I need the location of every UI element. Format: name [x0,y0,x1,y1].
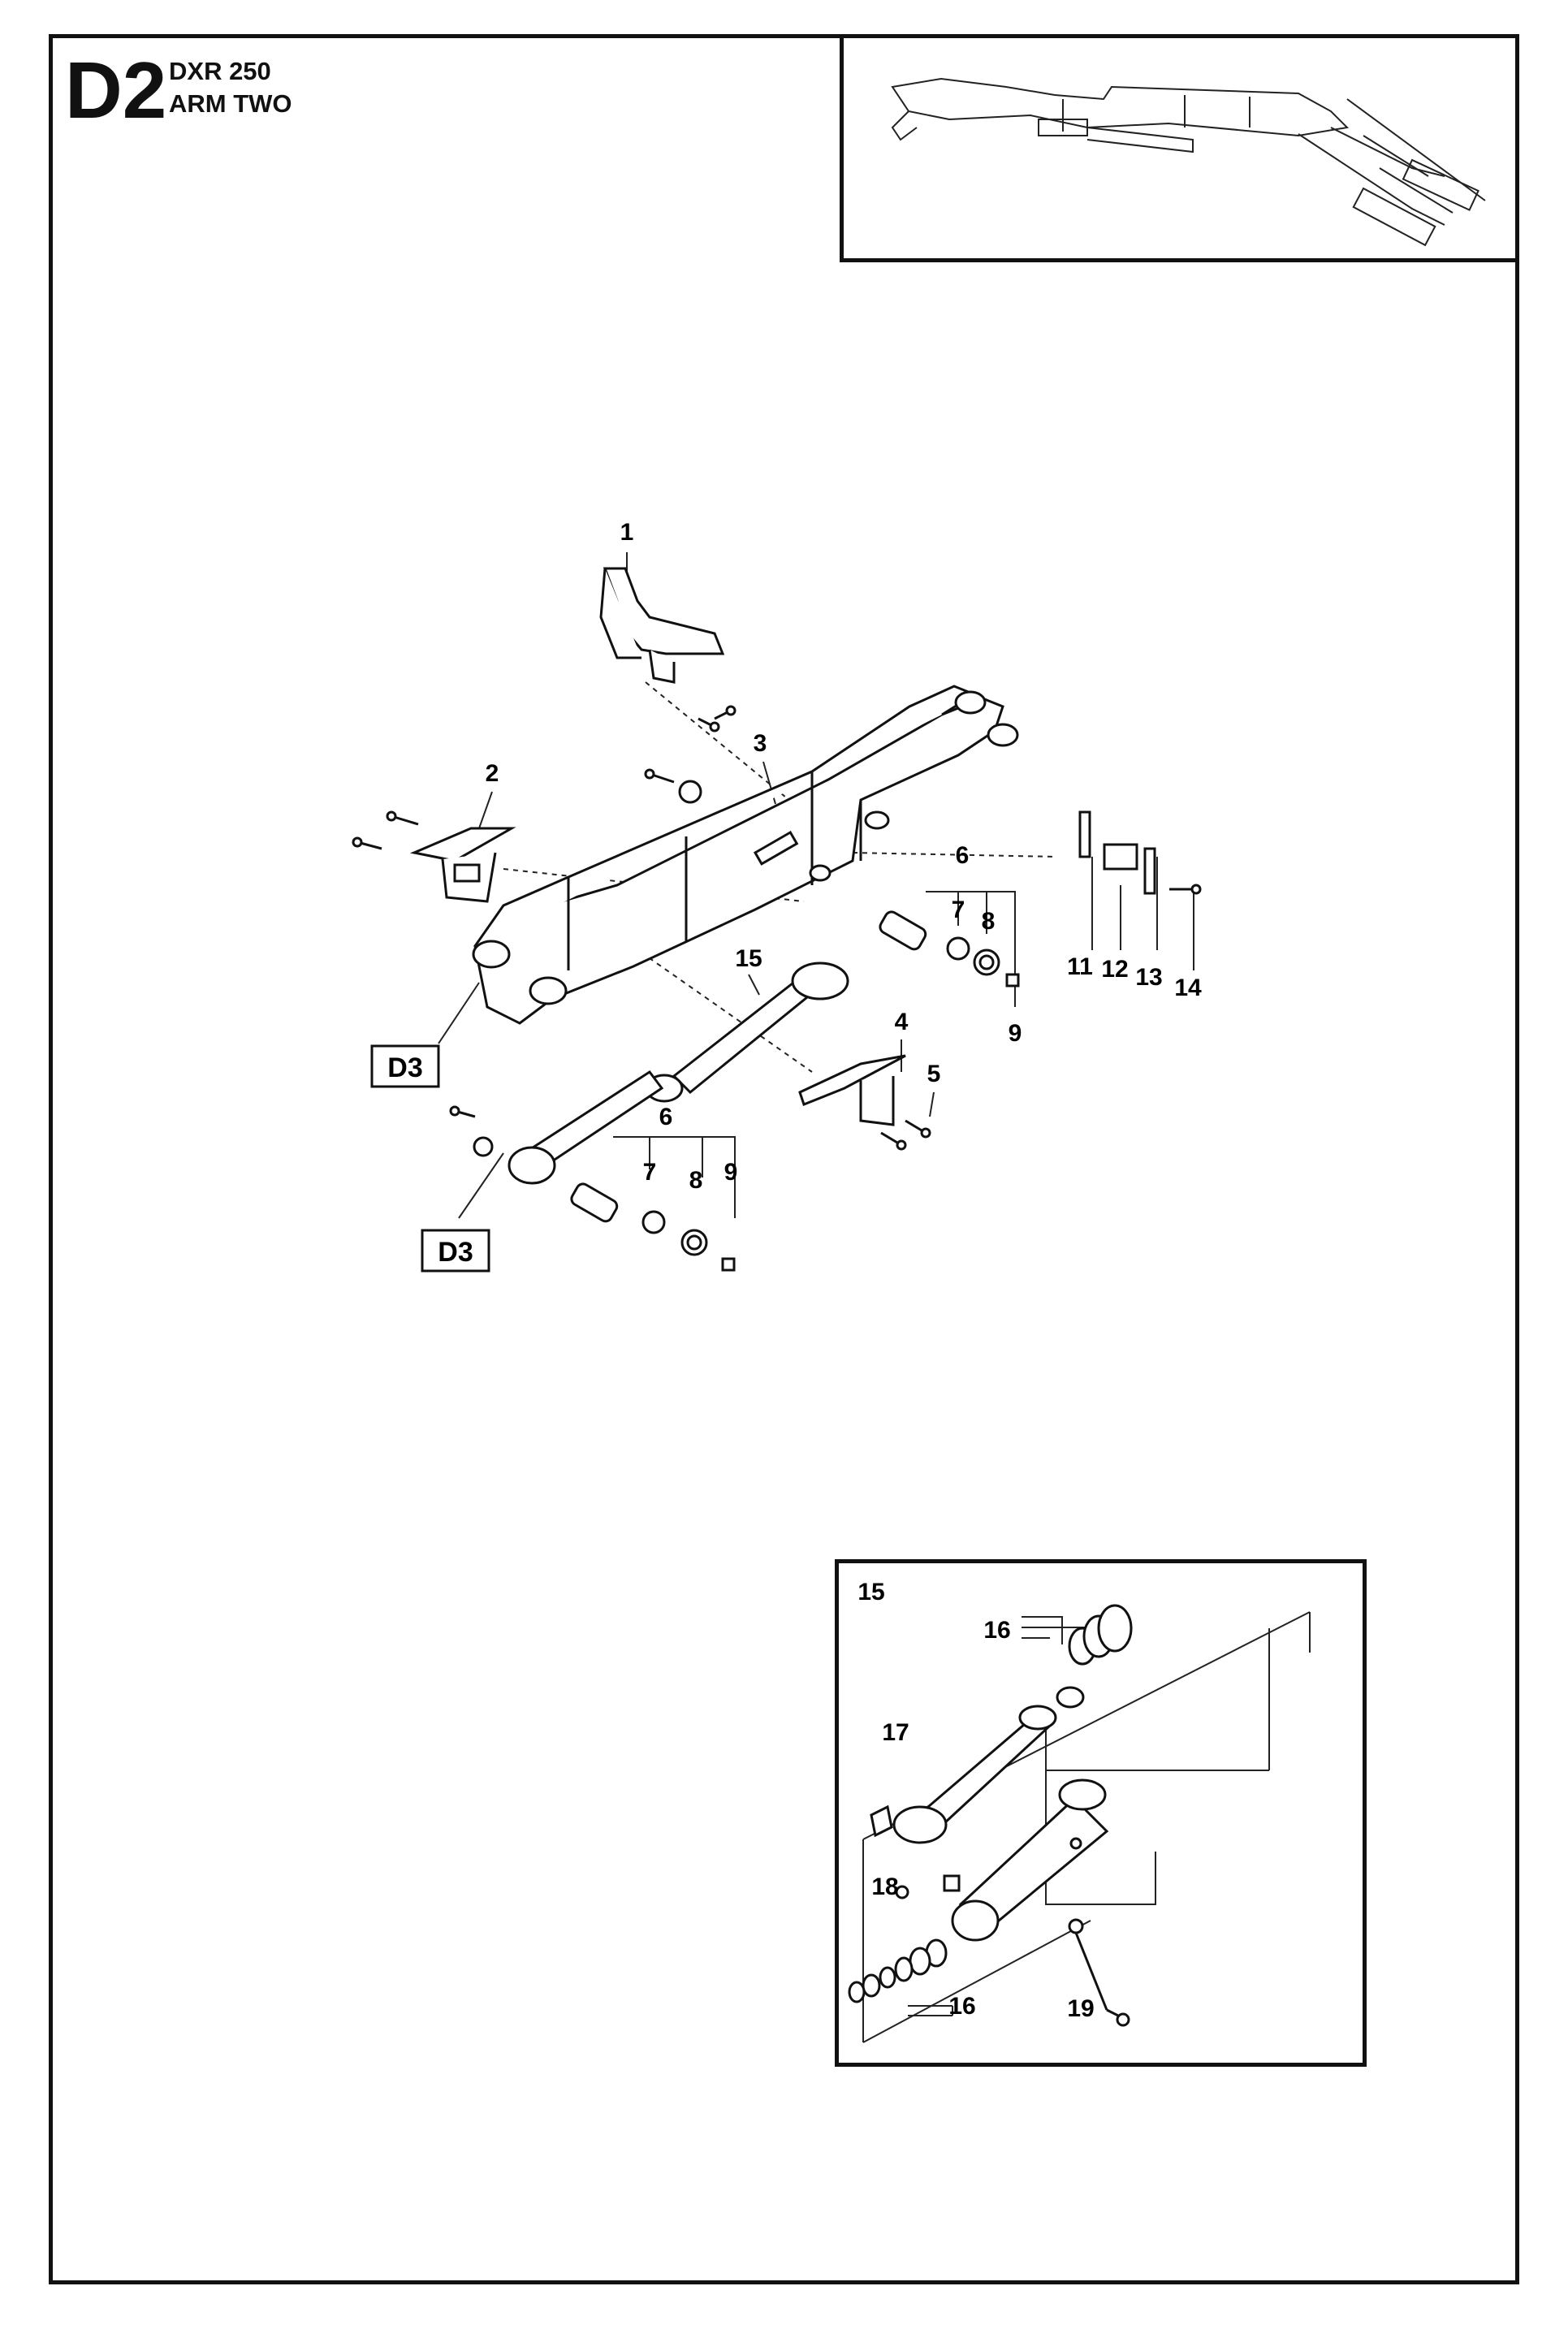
inset-label: 15 [857,1579,884,1605]
callout-8-lower: 8 [689,1167,703,1194]
reference-label: D3 [438,1237,473,1268]
callout-11: 11 [1067,953,1093,980]
bracket-2 [409,827,516,903]
locator-drawing [891,77,1486,247]
locator-thumbnail [840,34,1519,262]
callout-6-upper: 6 [956,842,970,869]
callout-19: 19 [1067,1995,1094,2022]
callout-12: 12 [1101,956,1128,983]
callout-7-lower: 7 [643,1159,657,1186]
callout-7-upper: 7 [952,897,965,923]
screws [352,705,931,1151]
page-title: ARM TWO [169,89,292,118]
pins-and-bushings [473,780,1020,1272]
bracket-1 [599,567,725,684]
clamp-hardware [1078,810,1202,895]
callout-14: 14 [1174,975,1202,1001]
callout-4: 4 [895,1009,909,1035]
model-name: DXR 250 [169,57,271,85]
callout-8-upper: 8 [982,908,996,935]
reference-box-lower: D3 [421,1229,490,1273]
hydraulic-cylinder-15 [508,962,849,1185]
callout-18: 18 [871,1873,898,1900]
callout-16-upper: 16 [983,1617,1010,1644]
callout-3: 3 [754,730,767,757]
cylinder-detail-inset: 15 16 17 18 19 16 [835,1559,1367,2067]
reference-label: D3 [387,1052,422,1083]
callout-9-lower: 9 [724,1159,738,1186]
callout-2: 2 [486,760,499,787]
cylinder-detail-drawing: 15 16 17 18 19 16 [848,1579,1311,2043]
part-callouts: 1 2 3 4 5 6 7 8 9 6 7 8 9 11 12 13 14 15 [486,519,1202,1194]
arm-beam [472,685,1019,1025]
callout-5: 5 [927,1061,941,1087]
callout-16-lower: 16 [948,1993,975,2020]
callout-13: 13 [1135,964,1162,991]
reference-box-upper: D3 [370,1044,440,1088]
callout-15: 15 [735,945,762,972]
callout-6-lower: 6 [659,1104,673,1130]
callout-17: 17 [882,1719,909,1746]
callout-9-upper: 9 [1009,1020,1022,1047]
callout-1: 1 [620,519,634,546]
section-code: D2 [65,45,167,135]
page-frame [49,34,1519,2284]
bracket-4 [798,1054,906,1126]
